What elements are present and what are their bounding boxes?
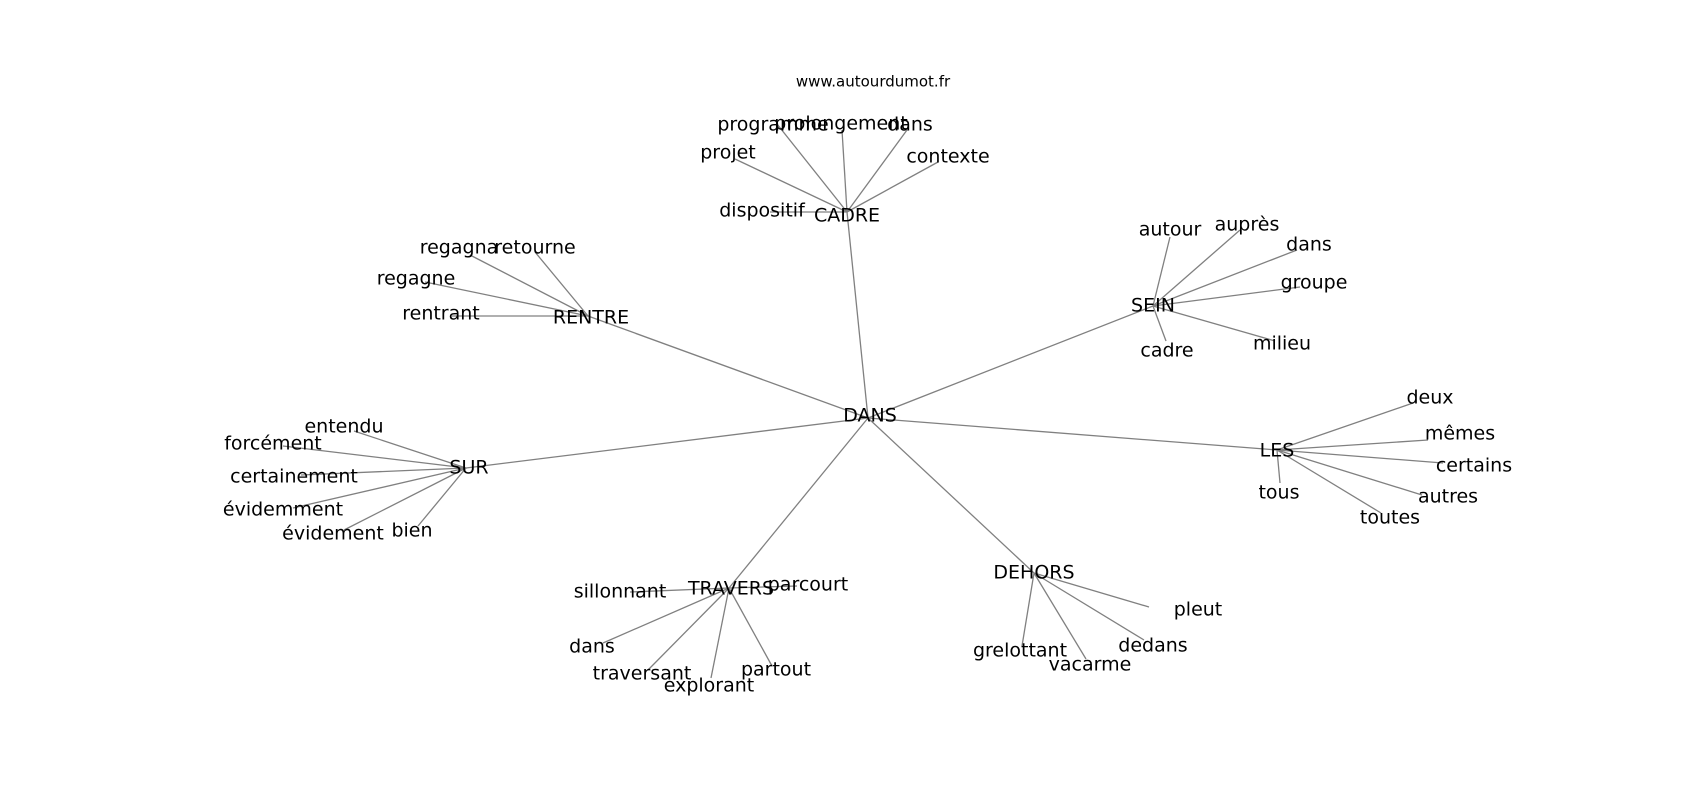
edge-root-sein	[867, 305, 1154, 419]
edge-sein-word	[1152, 286, 1301, 307]
word-node[interactable]: rentrant	[402, 303, 480, 325]
edge-dehors-word	[1033, 572, 1150, 608]
word-node[interactable]: dans	[887, 114, 933, 136]
edge-root-dehors	[867, 417, 1035, 574]
edge-travers-word	[602, 587, 730, 644]
edge-travers-word	[728, 587, 773, 667]
hub-node-travers[interactable]: TRAVERS	[687, 578, 774, 600]
labels: www.autourdumot.fr DANSCADREprogrammepro…	[223, 73, 1512, 697]
edge-sein-word	[1152, 229, 1241, 307]
word-node[interactable]: forcément	[224, 433, 322, 455]
hub-node-rentre[interactable]: RENTRE	[553, 307, 629, 329]
watermark-text[interactable]: www.autourdumot.fr	[796, 73, 951, 91]
edge-les-word	[1276, 449, 1423, 496]
word-node[interactable]: programme	[717, 114, 828, 136]
edge-cadre-word	[776, 123, 848, 213]
edge-les-word	[1276, 439, 1429, 451]
edge-rentre-word	[469, 254, 589, 317]
root-node[interactable]: DANS	[843, 405, 897, 427]
word-node[interactable]: pleut	[1174, 599, 1223, 621]
word-node[interactable]: tous	[1258, 482, 1299, 504]
word-node[interactable]: bien	[391, 520, 432, 542]
word-node[interactable]: dedans	[1118, 635, 1187, 657]
word-node[interactable]: regagne	[377, 268, 456, 290]
word-node[interactable]: deux	[1406, 387, 1453, 409]
word-node[interactable]: autour	[1139, 219, 1202, 241]
edge-les-word	[1276, 449, 1281, 484]
edge-cadre-word	[846, 161, 939, 213]
word-node[interactable]: évidemment	[223, 499, 343, 521]
word-node[interactable]: évidement	[282, 523, 384, 545]
word-node[interactable]: cadre	[1140, 340, 1193, 362]
edge-dehors-word	[1033, 572, 1145, 641]
hub-node-cadre[interactable]: CADRE	[814, 205, 880, 227]
word-node[interactable]: regagna	[420, 237, 499, 259]
word-node[interactable]: dans	[569, 636, 615, 658]
edge-root-rentre	[587, 315, 869, 419]
word-node[interactable]: milieu	[1253, 333, 1311, 355]
word-node[interactable]: parcourt	[768, 574, 848, 596]
edge-sein-word	[1152, 305, 1276, 342]
edge-dehors-word	[1033, 572, 1087, 660]
edge-sur-word	[343, 467, 467, 531]
edge-root-sur	[465, 417, 869, 469]
word-node[interactable]: explorant	[664, 675, 755, 697]
word-node[interactable]: contexte	[906, 146, 989, 168]
hub-node-dehors[interactable]: DEHORS	[993, 562, 1074, 584]
edge-rentre-word	[424, 281, 589, 317]
edge-root-travers	[728, 417, 869, 589]
word-node[interactable]: entendu	[304, 416, 383, 438]
word-node[interactable]: sillonnant	[574, 581, 667, 603]
edge-les-word	[1276, 449, 1444, 464]
word-node[interactable]: auprès	[1215, 214, 1280, 236]
edge-root-cadre	[846, 211, 869, 419]
hub-node-sur[interactable]: SUR	[449, 457, 488, 479]
word-node[interactable]: toutes	[1360, 507, 1420, 529]
edge-sur-word	[300, 467, 467, 476]
hub-node-les[interactable]: LES	[1260, 440, 1295, 462]
edge-root-les	[867, 417, 1278, 451]
edge-sur-word	[353, 430, 467, 469]
edges	[282, 123, 1444, 679]
word-node[interactable]: dans	[1286, 234, 1332, 256]
word-node[interactable]: groupe	[1281, 272, 1348, 294]
edge-les-word	[1276, 402, 1414, 451]
edge-sur-word	[292, 467, 467, 509]
edge-travers-word	[728, 585, 798, 589]
edge-rentre-word	[534, 251, 589, 317]
edge-sein-word	[1152, 305, 1167, 342]
hub-node-sein[interactable]: SEIN	[1131, 295, 1175, 317]
edge-travers-word	[647, 587, 730, 671]
word-node[interactable]: retourne	[494, 237, 575, 259]
edge-travers-word	[629, 587, 730, 593]
word-node[interactable]: projet	[700, 142, 756, 164]
word-node[interactable]: grelottant	[973, 640, 1067, 662]
edge-sein-word	[1152, 236, 1171, 307]
edge-cadre-word	[846, 129, 908, 213]
word-node[interactable]: mêmes	[1425, 423, 1495, 445]
word-node[interactable]: dispositif	[719, 200, 806, 222]
edge-sur-word	[417, 467, 467, 527]
word-node[interactable]: certainement	[230, 466, 358, 488]
word-node[interactable]: partout	[741, 659, 811, 681]
edge-sur-word	[282, 445, 467, 469]
word-node[interactable]: prolongement	[774, 113, 907, 135]
word-node[interactable]: certains	[1436, 455, 1512, 477]
edge-cadre-word	[734, 158, 848, 213]
edge-travers-word	[710, 587, 730, 679]
edge-sein-word	[1152, 249, 1298, 307]
edge-cadre-word	[841, 129, 848, 213]
edge-dehors-word	[1021, 572, 1035, 647]
edge-les-word	[1276, 449, 1382, 514]
word-node[interactable]: autres	[1418, 486, 1478, 508]
word-node[interactable]: vacarme	[1049, 654, 1132, 676]
word-node[interactable]: traversant	[593, 663, 692, 685]
